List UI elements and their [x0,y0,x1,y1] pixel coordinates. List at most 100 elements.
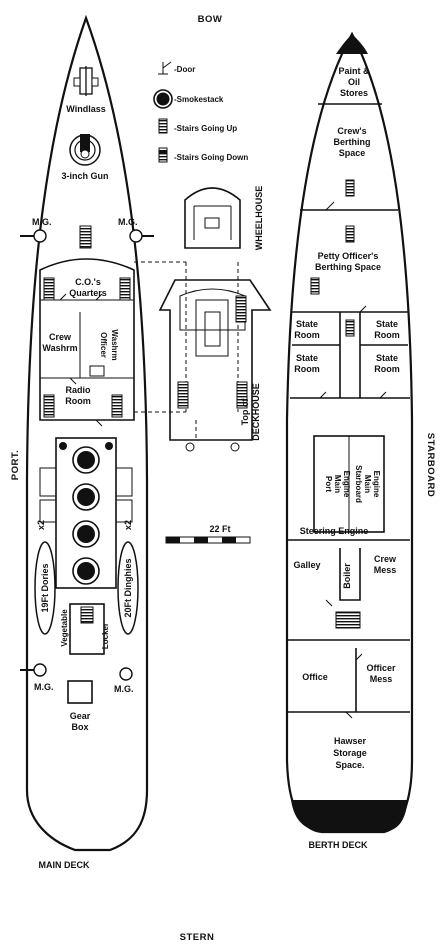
officer-washroom-label-2: Washrm [110,329,119,360]
machine-gun-fwd-port-icon [20,229,47,243]
mg-aft-stbd-label: M.G. [114,684,134,694]
stairs-down-icon [158,147,168,163]
gear-box [67,680,93,704]
port-engine-label-2: Main [333,475,342,493]
scale-bar: 22 Ft [165,524,251,544]
radio-room-label-2: Room [65,396,91,406]
deckhouse-top-outline [158,279,272,441]
vegetable-locker [69,603,105,655]
stbd-engine-label-3: Engine [372,471,381,498]
berth-deck: Paint & Oil Stores Crew's Berthing Space… [285,31,414,850]
officer-washroom-label-1: Officer [99,332,108,358]
state-room-1-label-1: State [296,319,318,329]
gun-label: 3-inch Gun [62,171,109,181]
gear-box-label-1: Gear [70,711,91,721]
berth-stairs-3-icon [310,277,320,295]
stairs-fwd-icon [79,225,92,249]
dories-count-label: x2 [36,520,46,530]
state-room-2-label-1: State [376,319,398,329]
machine-gun-aft-port-icon [20,663,47,677]
vegetable-locker-label-1: Vegetable [60,609,69,647]
crew-washroom-label-2: Washrm [42,343,77,353]
state-room-4-label-1: State [376,353,398,363]
radio-room-label-1: Radio [65,385,91,395]
galley-label: Galley [293,560,320,570]
state-room-3-label-2: Room [294,364,320,374]
hawser-label-3: Space. [335,760,364,770]
main-deck-hull [25,14,149,852]
stairs-co-2-icon [119,277,131,301]
officer-mess-label-2: Mess [370,674,393,684]
artist-signature: K/42. [382,813,401,822]
top-of-deckhouse-label-2: DECKHOUSE [251,383,261,441]
hawser-label-2: Storage [333,748,367,758]
legend: -Door -Smokestack -Stairs Going Up -Stai… [153,61,248,163]
berth-deck-title: BERTH DECK [308,840,368,850]
paint-oil-label-1: Paint & [338,66,370,76]
crew-mess-label-1: Crew [374,554,397,564]
legend-smokestack-label: -Smokestack [174,95,224,104]
berth-stairs-4-icon [345,319,355,337]
door-icon [158,61,172,75]
deckhouse: WHEELHOUSE Top of DECKHOUSE [134,186,272,452]
gear-box-label-2: Box [71,722,88,732]
petty-officers-label-1: Petty Officer's [318,251,379,261]
petty-officers-label-2: Berthing Space [315,262,381,272]
starboard-label: STARBOARD [425,433,436,498]
state-room-2-label-2: Room [374,330,400,340]
windlass-label: Windlass [66,104,105,114]
stairs-co-icon [43,277,55,301]
legend-stairs-down-label: -Stairs Going Down [174,153,248,162]
main-deck-title: MAIN DECK [39,860,90,870]
state-room-4-label-2: Room [374,364,400,374]
berth-stairs-1-icon [345,179,355,197]
smokestack-icon [153,89,173,109]
mg-fwd-stbd-label: M.G. [118,217,138,227]
mg-fwd-port-label: M.G. [32,217,52,227]
wheelhouse-label: WHEELHOUSE [254,186,264,251]
officer-mess-label-1: Officer [366,663,396,673]
forward-deckhouse-outline [39,258,135,421]
stairs-up-icon [158,118,168,134]
steering-engine-label: Steering Engine [300,526,369,536]
washroom-fixture-icon [89,365,105,377]
state-room-3-label-1: State [296,353,318,363]
stbd-engine-label-1: Starboard [354,465,363,503]
crews-berthing-label-2: Berthing [334,137,371,147]
hawser-label-1: Hawser [334,736,367,746]
co-quarters-label-2: Quarters [69,288,107,298]
dories-label: 19Ft Dories [40,563,50,612]
boiler-label: Boiler [342,563,352,589]
scale-label: 22 Ft [209,524,230,534]
crew-mess-label-2: Mess [374,565,397,575]
machine-gun-fwd-stbd-icon [129,229,154,243]
dinghies-boat [117,541,139,635]
top-of-deckhouse-label-1: Top of [240,398,250,426]
legend-door-label: -Door [174,65,195,74]
paint-oil-label-3: Stores [340,88,368,98]
stern-label: STERN [180,932,215,943]
machine-gun-aft-stbd-icon [119,667,133,681]
co-quarters-label-1: C.O.'s [75,277,101,287]
paint-oil-label-2: Oil [348,77,360,87]
stbd-engine-label-2: Main [363,475,372,493]
windlass-icon [73,66,99,96]
bow-label: BOW [198,14,223,25]
port-engine-label-1: Port [324,476,333,492]
crews-berthing-label-1: Crew's [337,126,366,136]
dinghies-label: 20Ft Dinghies [123,558,133,617]
gun-icon [69,134,101,166]
stairs-radio-2-icon [111,394,123,418]
berth-stairs-2-icon [345,225,355,243]
crew-washroom-label-1: Crew [49,332,72,342]
port-engine-label-3: Engine [342,471,351,498]
berth-stairs-5-icon [335,611,361,629]
dories-boat [34,541,56,635]
vegetable-locker-label-2: Locker [101,623,110,649]
office-label: Office [302,672,328,682]
mg-aft-port-label: M.G. [34,682,54,692]
wheelhouse-outline [184,187,241,249]
state-room-1-label-2: Room [294,330,320,340]
port-label: PORT. [10,450,21,480]
